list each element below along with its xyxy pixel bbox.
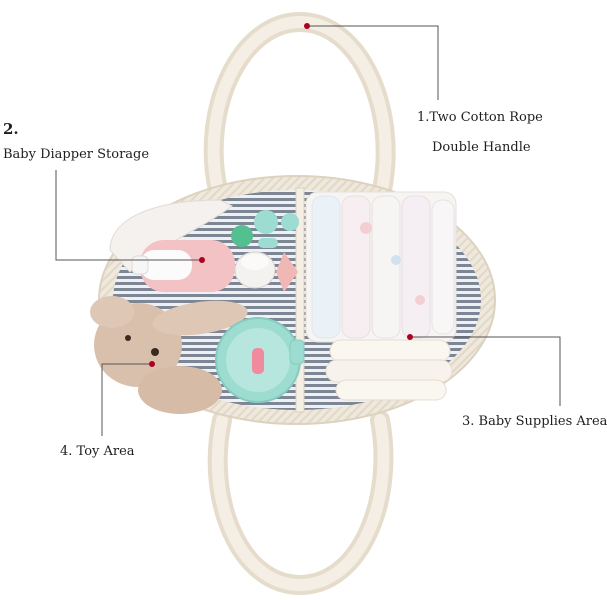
lotion-bottle xyxy=(131,240,235,292)
pink-pacifier-shield xyxy=(276,252,298,292)
basket-divider xyxy=(295,187,305,413)
top-rope-handle xyxy=(203,11,396,200)
folded-wipes xyxy=(325,339,453,401)
diaper-callout-number: 2. xyxy=(3,120,19,138)
diaper-callout-text: Baby Diapper Storage xyxy=(3,147,150,162)
teether-toy xyxy=(231,210,299,248)
callout-dot-supplies xyxy=(407,334,413,340)
handle-callout-line1: 1.Two Cotton Rope xyxy=(417,110,543,125)
toy-callout-text: 4. Toy Area xyxy=(60,444,135,459)
cream-jar xyxy=(234,251,276,289)
teal-formula-container xyxy=(215,317,305,403)
handle-callout-line2: Double Handle xyxy=(432,140,531,155)
diaper-stack xyxy=(305,191,457,343)
callout-dot-diaper xyxy=(199,257,205,263)
supplies-callout-text: 3. Baby Supplies Area xyxy=(462,414,607,429)
callout-dot-handle xyxy=(304,23,310,29)
callout-dot-toy xyxy=(149,361,155,367)
callout-leaders xyxy=(55,25,561,436)
plush-bunny xyxy=(90,296,248,414)
